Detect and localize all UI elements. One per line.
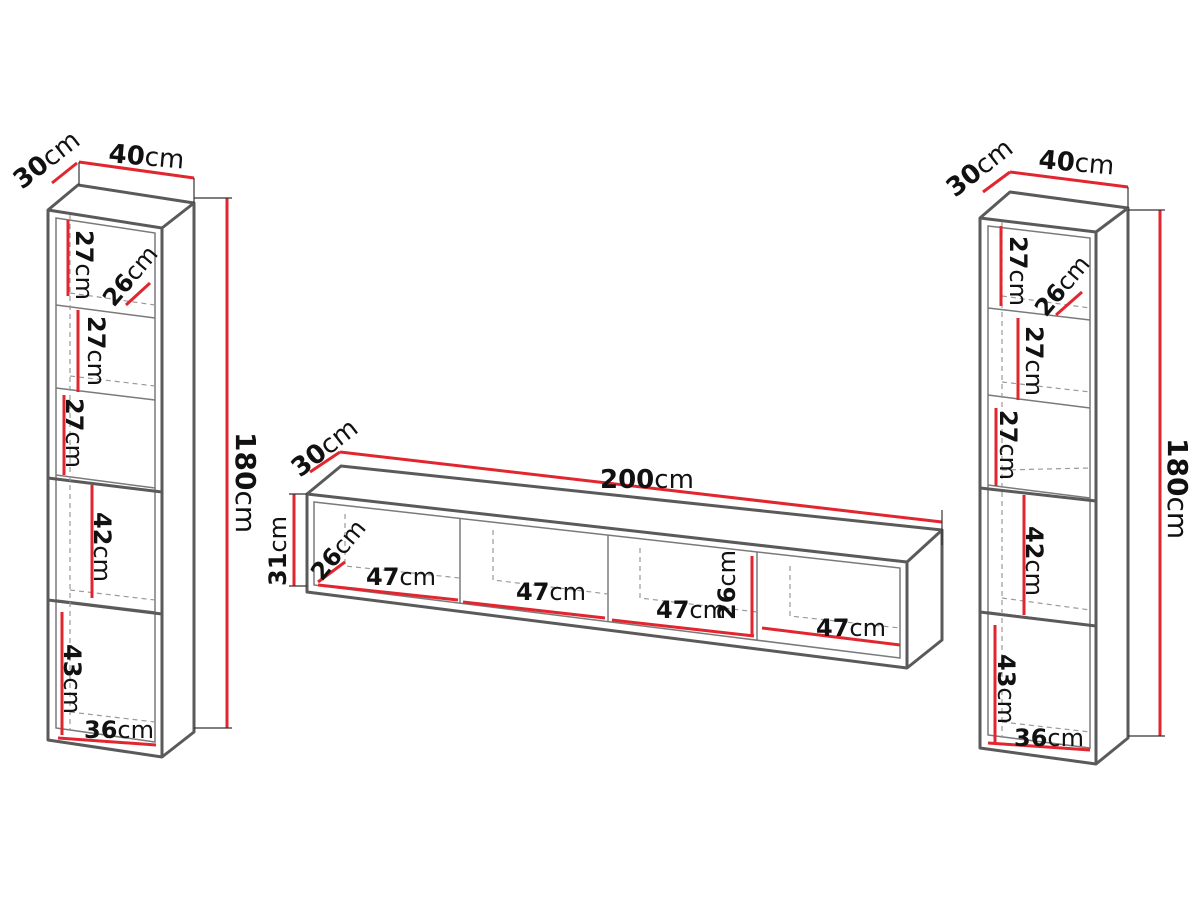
label-left-c2: 27cm bbox=[82, 316, 110, 386]
tv-stand-inner-frame bbox=[313, 501, 901, 659]
dim-line-left-depth bbox=[51, 161, 78, 185]
dim-line-right-depth bbox=[982, 170, 1011, 194]
left-shelf-3 bbox=[55, 474, 156, 489]
dim-line-tv-c3 bbox=[611, 618, 755, 638]
tv-back-compartment-1 bbox=[344, 514, 461, 579]
label-left-inner-width: 36cm bbox=[84, 716, 154, 744]
right-back-bottom bbox=[1001, 721, 1091, 733]
right-shelf-3 bbox=[987, 484, 1091, 499]
label-tv-c3: 47cm bbox=[656, 596, 726, 624]
label-left-c1: 27cm bbox=[70, 230, 98, 300]
label-tv-shelf-depth: 26cm bbox=[305, 514, 371, 586]
label-right-c2: 27cm bbox=[1020, 326, 1048, 396]
label-left-height: 180cm bbox=[229, 432, 262, 533]
dim-line-right-width bbox=[1009, 170, 1129, 189]
tv-back-compartment-2 bbox=[492, 530, 609, 595]
right-back-shelf-3 bbox=[1001, 467, 1091, 471]
label-right-c3: 27cm bbox=[994, 410, 1022, 480]
dim-line-right-inner-width bbox=[987, 741, 1091, 752]
dim-line-tv-depth bbox=[309, 450, 341, 474]
tv-stand bbox=[305, 464, 944, 670]
left-divider-2 bbox=[47, 598, 163, 616]
left-back-shelf-4 bbox=[69, 589, 156, 601]
left-bookcase-top-edge bbox=[161, 201, 195, 230]
right-back-shelf-4 bbox=[1001, 597, 1091, 611]
left-shelf-1 bbox=[55, 304, 156, 319]
label-left-width: 40cm bbox=[107, 139, 185, 175]
dim-line-tv-shelf-depth bbox=[317, 560, 346, 584]
tv-stand-top-edge bbox=[905, 528, 944, 564]
tv-back-compartment-4 bbox=[789, 566, 901, 629]
label-tv-width: 200cm bbox=[600, 465, 694, 495]
dim-line-tv-c1 bbox=[317, 583, 459, 602]
right-back-shelf-2 bbox=[1001, 381, 1091, 393]
label-left-depth: 30cm bbox=[8, 125, 86, 195]
dimension-lines bbox=[51, 160, 1165, 752]
right-divider-2 bbox=[979, 610, 1097, 628]
tv-back-compartment-3 bbox=[639, 548, 758, 613]
label-left-c3: 27cm bbox=[60, 398, 88, 468]
left-bookcase bbox=[46, 183, 196, 759]
right-shelf-1 bbox=[987, 307, 1091, 321]
right-shelf-2 bbox=[987, 394, 1091, 409]
right-divider-1 bbox=[979, 486, 1097, 503]
label-right-inner-width: 36cm bbox=[1014, 724, 1084, 752]
dimension-labels: 30cm 40cm 180cm 27cm 26cm 27cm 27cm 42cm… bbox=[8, 125, 1194, 752]
dim-line-left-shelf-depth bbox=[124, 281, 152, 307]
dim-line-left-width bbox=[78, 160, 195, 180]
right-back-shelf-1 bbox=[1001, 295, 1091, 309]
right-bookcase-top-edge bbox=[1095, 206, 1129, 234]
label-tv-c2: 47cm bbox=[516, 578, 586, 606]
left-bookcase-outline bbox=[46, 183, 196, 759]
label-tv-c4: 47cm bbox=[816, 614, 886, 642]
label-tv-inner-height: 26cm bbox=[713, 550, 741, 620]
right-bookcase-inner-frame bbox=[987, 225, 1091, 749]
dim-line-tv-width bbox=[339, 450, 943, 524]
right-bookcase bbox=[978, 190, 1130, 766]
dim-line-tv-c2 bbox=[462, 600, 606, 620]
dim-line-left-inner-width bbox=[57, 736, 157, 747]
label-left-c4: 42cm bbox=[88, 512, 116, 582]
label-right-height: 180cm bbox=[1161, 438, 1194, 539]
left-divider-1 bbox=[47, 476, 163, 494]
label-tv-height: 31cm bbox=[264, 516, 292, 586]
label-right-c5: 43cm bbox=[992, 654, 1020, 724]
right-bookcase-outline bbox=[978, 190, 1130, 766]
left-shelf-2 bbox=[55, 387, 156, 401]
label-right-c1: 27cm bbox=[1004, 236, 1032, 306]
tv-stand-outline bbox=[305, 464, 944, 670]
label-left-c5: 43cm bbox=[58, 644, 86, 714]
label-right-c4: 42cm bbox=[1020, 526, 1048, 596]
dim-line-tv-c4 bbox=[761, 626, 901, 647]
dim-line-right-shelf-depth bbox=[1055, 290, 1083, 317]
label-tv-depth: 30cm bbox=[286, 413, 364, 483]
label-tv-c1: 47cm bbox=[366, 563, 436, 591]
left-bookcase-inner-frame bbox=[55, 217, 156, 743]
label-right-width: 40cm bbox=[1037, 145, 1115, 181]
